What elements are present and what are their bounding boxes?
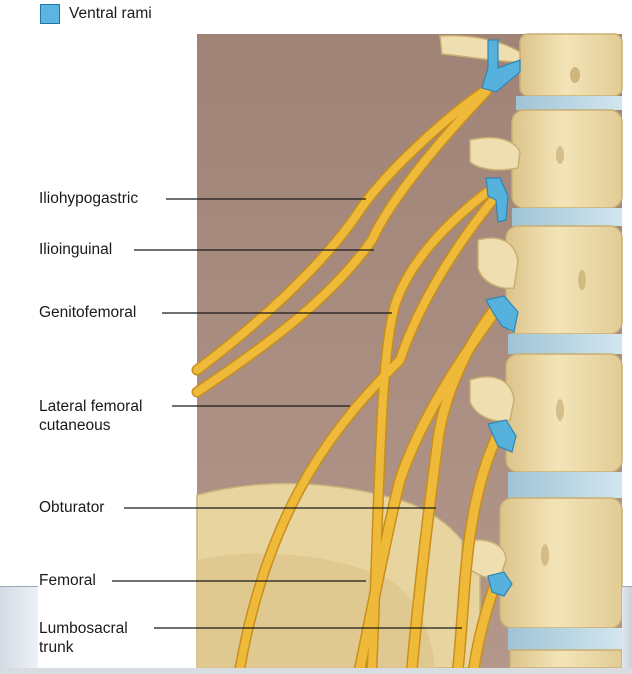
label-iliohypogastric: Iliohypogastric	[39, 189, 141, 208]
intervertebral-disc	[512, 208, 622, 226]
label-femoral: Femoral	[39, 571, 98, 590]
label-obturator: Obturator	[39, 498, 107, 517]
lumbosacral-trunk-nerve	[453, 425, 505, 673]
legend-swatch	[40, 4, 60, 24]
vertebra	[505, 225, 623, 335]
label-lateral-femoral-cutaneous: Lateral femoral cutaneous	[39, 397, 145, 435]
vertebra	[499, 497, 623, 629]
femoral-nerve	[355, 305, 501, 673]
legend-label: Ventral rami	[69, 5, 152, 22]
label-genitofemoral: Genitofemoral	[39, 303, 139, 322]
label-lumbosacral-trunk: Lumbosacral trunk	[39, 619, 130, 657]
transverse-processes	[439, 34, 521, 580]
intervertebral-disc	[508, 628, 622, 650]
nerves	[191, 80, 506, 674]
bottom-border	[0, 668, 632, 674]
leader-lines	[112, 198, 462, 629]
vertebra	[511, 109, 623, 209]
iliohypogastric-nerve	[193, 82, 496, 374]
lateral-femoral-cutaneous-nerve	[236, 192, 500, 672]
ventral-rami	[481, 39, 521, 597]
legend: Ventral rami	[40, 3, 152, 25]
vertebral-column	[499, 33, 623, 669]
vertebra	[519, 33, 623, 97]
window-edge-left	[0, 586, 38, 669]
intervertebral-disc	[516, 96, 622, 110]
intervertebral-disc	[508, 472, 622, 498]
nerve-fibers	[193, 82, 505, 673]
vertebra	[505, 353, 623, 473]
window-edge-right	[622, 586, 632, 669]
genitofemoral-nerve	[368, 186, 494, 672]
label-ilioinguinal: Ilioinguinal	[39, 240, 115, 259]
ilioinguinal-nerve	[193, 88, 490, 396]
vertebra	[509, 649, 623, 669]
intervertebral-disc	[508, 334, 622, 354]
